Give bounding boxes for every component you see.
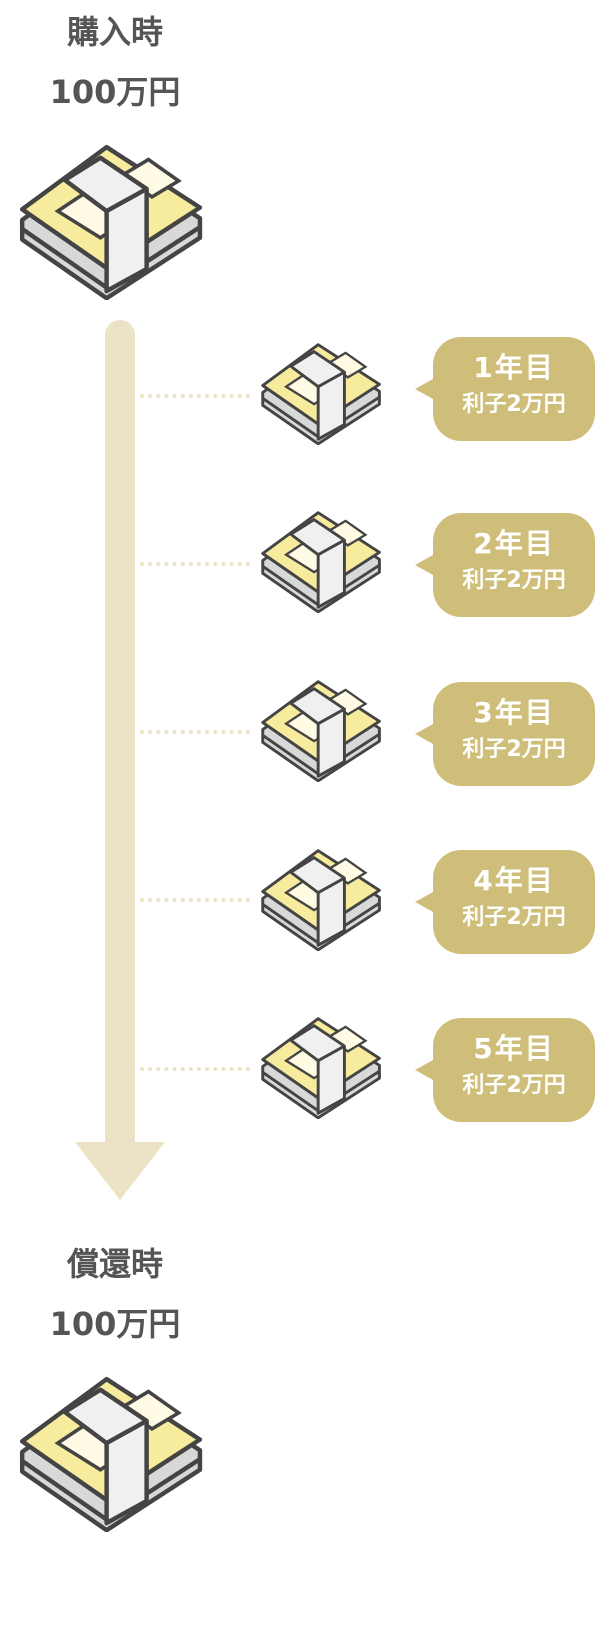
bubble-interest: 利子2万円 xyxy=(462,392,566,417)
interest-bubble: 2年目 利子2万円 xyxy=(415,513,595,617)
timeline-connector xyxy=(140,898,250,902)
bubble-year: 3年目 xyxy=(473,696,555,729)
bubble-interest: 利子2万円 xyxy=(462,905,566,930)
money-stack-icon xyxy=(18,140,213,300)
timeline-connector xyxy=(140,1067,250,1071)
interest-bubble: 1年目 利子2万円 xyxy=(415,337,595,441)
purchase-label: 購入時 xyxy=(66,13,163,51)
bubble-year: 1年目 xyxy=(473,351,555,384)
timeline-connector xyxy=(140,730,250,734)
bubble-year: 2年目 xyxy=(473,527,555,560)
timeline-connector xyxy=(140,394,250,398)
money-stack-icon xyxy=(261,849,381,951)
bubble-interest: 利子2万円 xyxy=(462,1073,566,1098)
purchase-amount: 100万円 xyxy=(49,73,181,111)
redemption-title: 償還時 100万円 xyxy=(20,1234,210,1354)
bubble-interest: 利子2万円 xyxy=(462,737,566,762)
money-stack-icon xyxy=(18,1372,213,1532)
redemption-label: 償還時 xyxy=(66,1245,163,1283)
money-stack-icon xyxy=(261,1017,381,1119)
interest-bubble: 4年目 利子2万円 xyxy=(415,850,595,954)
interest-bubble: 3年目 利子2万円 xyxy=(415,682,595,786)
bubble-interest: 利子2万円 xyxy=(462,568,566,593)
money-stack-icon xyxy=(261,343,381,445)
purchase-title: 購入時 100万円 xyxy=(20,2,210,122)
interest-bubble: 5年目 利子2万円 xyxy=(415,1018,595,1122)
money-stack-icon xyxy=(261,511,381,613)
down-arrow-icon xyxy=(75,320,165,1200)
bubble-year: 4年目 xyxy=(473,864,555,897)
redemption-amount: 100万円 xyxy=(49,1305,181,1343)
money-stack-icon xyxy=(261,680,381,782)
timeline-connector xyxy=(140,562,250,566)
bubble-year: 5年目 xyxy=(473,1032,555,1065)
